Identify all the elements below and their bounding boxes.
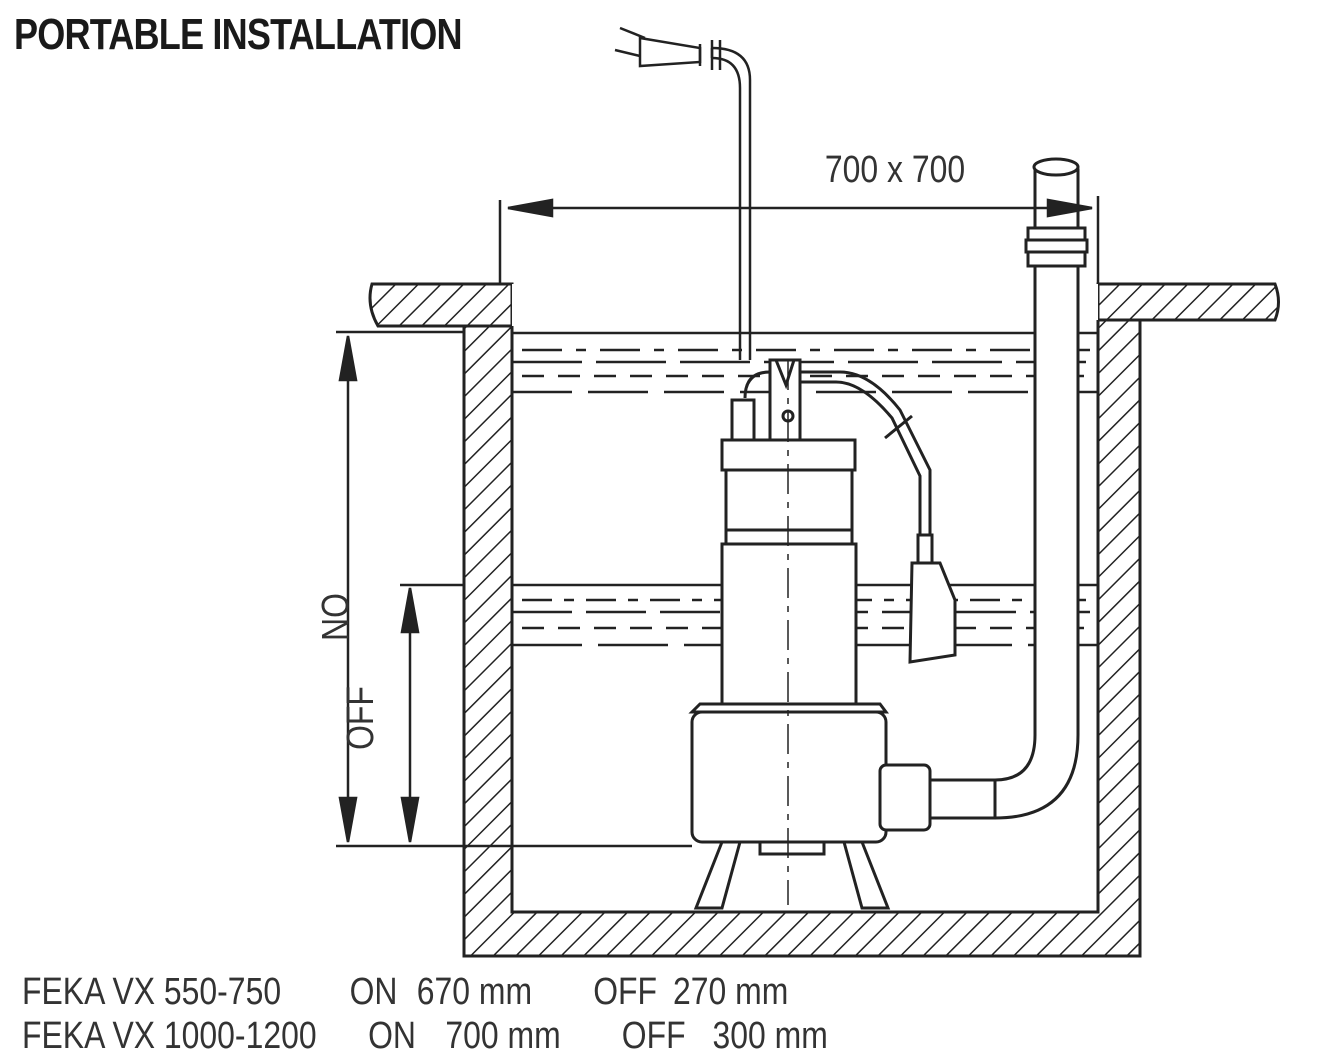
spec-off-value: 270 mm [673,971,789,1013]
discharge-pipe [928,157,1089,820]
spec-on-value: 700 mm [445,1015,561,1057]
plug-icon [614,26,722,70]
off-label: OFF [339,686,381,750]
water-level-on [512,331,1098,394]
on-label: ON [313,593,355,641]
spec-off-label: OFF [621,1015,686,1057]
spec-on-label: ON [368,1015,416,1057]
pit-width-dimension [498,196,1100,284]
on-level-dimension [336,330,692,848]
spec-on-label: ON [349,971,398,1013]
off-level-dimension [400,583,464,843]
spec-row: FEKA VX 1000-1200 ON 700 mm OFF 300 mm [22,1014,828,1058]
pump [688,358,957,910]
spec-model: FEKA VX 1000-1200 [22,1015,317,1057]
spec-on-value: 670 mm [416,971,533,1013]
pit-size-label: 700 x 700 [825,148,965,190]
ground-slab-left [368,282,514,328]
spec-off-value: 300 mm [712,1015,828,1057]
spec-model: FEKA VX 550-750 [22,971,282,1013]
spec-off-label: OFF [593,971,658,1013]
ground-slab-right [1096,282,1280,322]
page-title: PORTABLE INSTALLATION [14,10,463,59]
spec-row: FEKA VX 550-750 ON 670 mm OFF 270 mm [22,970,828,1014]
